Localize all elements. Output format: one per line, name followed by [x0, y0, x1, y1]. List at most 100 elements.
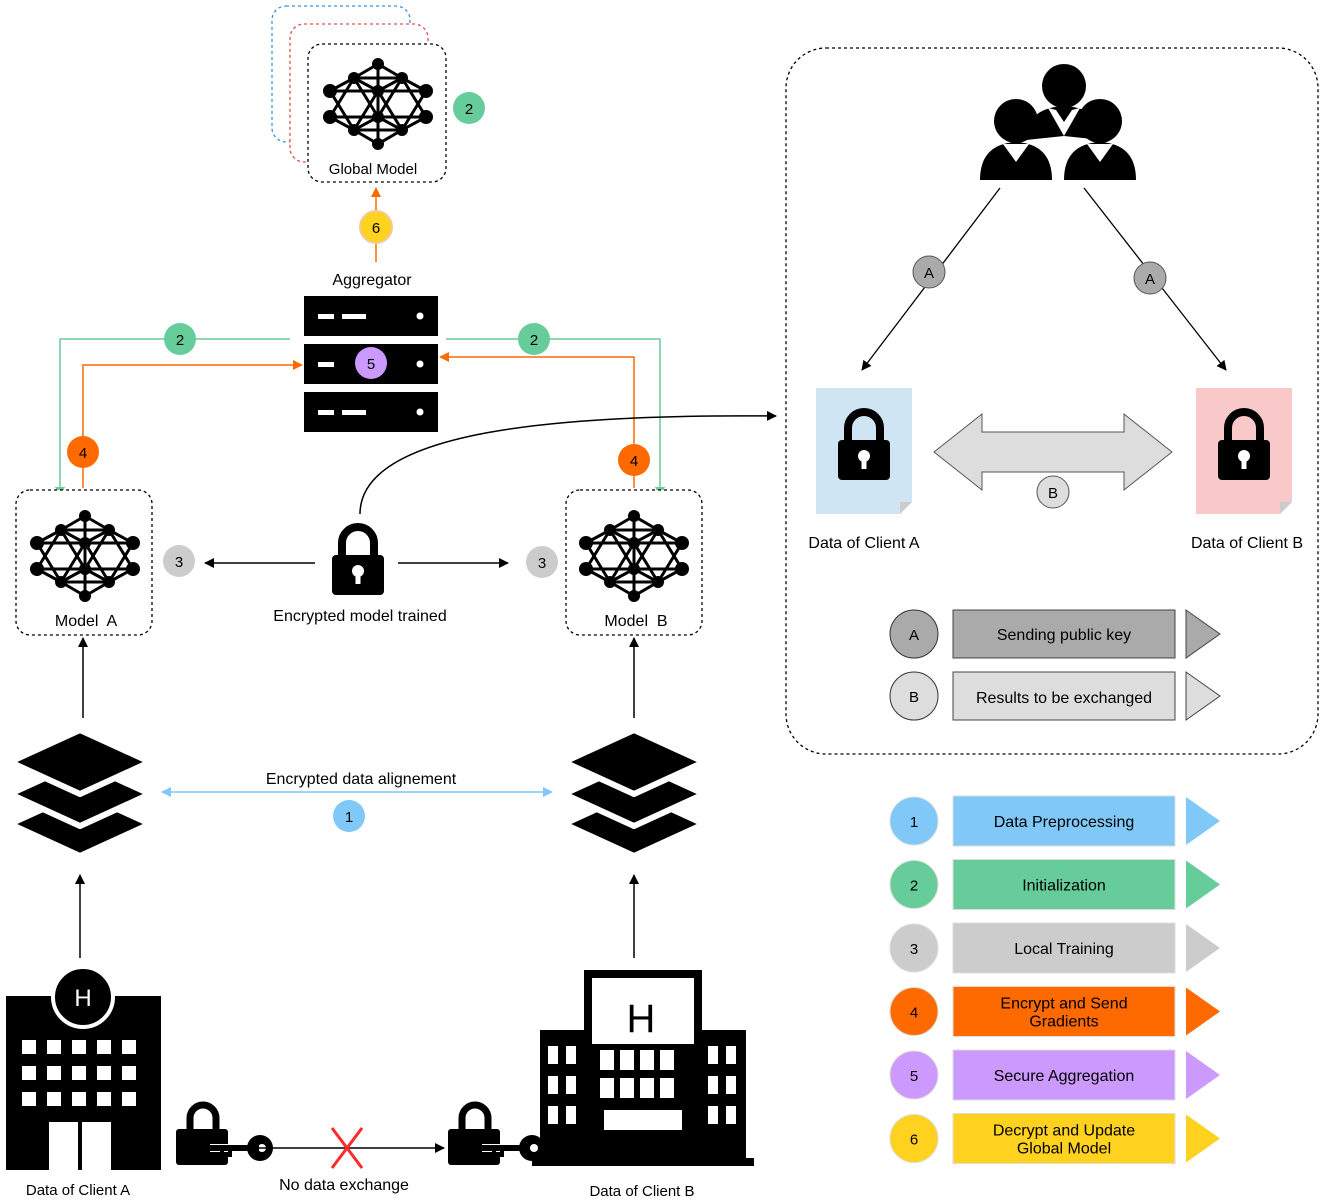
badge-aggregation-5: 5	[355, 347, 387, 379]
init-arrow-right	[446, 338, 665, 497]
legend-number-badge	[889, 860, 939, 909]
data-client-b-label: Data of Client B	[589, 1183, 694, 1200]
inset-key-row-b: B Results to be exchanged	[889, 671, 1221, 721]
data-client-a-label: Data of Client A	[26, 1182, 130, 1199]
no-data-exchange-label: No data exchange	[279, 1177, 409, 1194]
hospital-b-letter: H	[627, 997, 656, 1041]
badge-send-key-left: A	[912, 255, 946, 289]
hospital-a-icon: H	[6, 965, 161, 1170]
badge-global-2: 2	[453, 92, 485, 124]
legend-label: Data Preprocessing	[994, 814, 1135, 831]
legend-row-2: 2 Initialization	[889, 859, 1220, 910]
legend-number: 5	[910, 1068, 918, 1085]
badge-train-left-3: 3	[163, 545, 195, 577]
legend-label-box	[952, 986, 1176, 1037]
legend-number-badge	[889, 796, 939, 846]
legend-label-line1: Encrypt and Send	[1000, 996, 1127, 1013]
encrypted-data-alignment-label: Encrypted data alignement	[266, 771, 457, 788]
badge-init-left-2: 2	[164, 323, 196, 355]
legend-number: 6	[910, 1132, 918, 1149]
svg-text:B: B	[1048, 485, 1058, 502]
svg-text:A: A	[1145, 271, 1155, 288]
svg-text:4: 4	[630, 453, 638, 470]
legend-number-badge	[889, 1114, 939, 1163]
svg-text:2: 2	[530, 332, 538, 349]
svg-text:3: 3	[175, 554, 183, 571]
data-stack-b-icon	[564, 730, 704, 856]
legend: 1 Data Preprocessing 2 Initialization 3 Local…	[889, 795, 1220, 1164]
aggregator-label: Aggregator	[332, 272, 412, 289]
legend-label: Local Training	[1014, 941, 1114, 958]
legend-arrow-tip	[1186, 797, 1220, 845]
gradient-arrow-left	[82, 360, 303, 488]
hospital-a-letter: H	[74, 985, 91, 1012]
legend-number: 1	[910, 814, 918, 831]
badge-train-right-3: 3	[526, 546, 558, 578]
legend-number: 2	[910, 878, 918, 895]
exchange-double-arrow	[933, 412, 1173, 492]
legend-label-line2: Global Model	[1017, 1141, 1111, 1158]
svg-text:2: 2	[176, 332, 184, 349]
legend-row-5: 5 Secure Aggregation	[889, 1049, 1220, 1101]
svg-text:1: 1	[345, 809, 353, 826]
svg-text:A: A	[924, 265, 934, 282]
svg-text:4: 4	[79, 445, 87, 462]
badge-decrypt-6: 6	[359, 210, 393, 244]
lock-key-right-icon	[448, 1105, 545, 1165]
svg-text:6: 6	[372, 220, 380, 237]
legend-label: Secure Aggregation	[994, 1068, 1135, 1085]
legend-arrow-tip	[1186, 987, 1220, 1036]
inset-data-client-b-label: Data of Client B	[1191, 535, 1303, 552]
svg-text:A: A	[909, 627, 919, 644]
svg-text:2: 2	[465, 101, 473, 118]
legend-number-badge	[889, 987, 939, 1036]
legend-label-box	[952, 922, 1176, 974]
legend-label-line2: Gradients	[1029, 1014, 1098, 1031]
global-model-label: Global Model	[329, 161, 417, 178]
legend-number: 4	[910, 1005, 918, 1022]
hospital-b-icon: H	[532, 970, 754, 1166]
badge-exchange-b: B	[1036, 475, 1070, 509]
lock-key-left-icon	[176, 1105, 273, 1165]
badge-encrypt-left-4: 4	[67, 436, 99, 468]
badge-send-key-right: A	[1133, 261, 1167, 295]
document-client-b	[1196, 388, 1292, 514]
legend-arrow-tip	[1186, 1114, 1220, 1163]
users-group-icon	[980, 64, 1136, 180]
legend-label-box	[952, 859, 1176, 910]
badge-init-right-2: 2	[518, 323, 550, 355]
legend-number-badge	[889, 1050, 939, 1100]
legend-arrow-tip	[1186, 1051, 1220, 1099]
data-stack-a-icon	[10, 730, 150, 856]
legend-arrow-tip	[1186, 860, 1220, 909]
legend-number: 3	[910, 941, 918, 958]
legend-label-box	[952, 1113, 1176, 1164]
gradient-arrow-right	[439, 352, 635, 488]
legend-label: Initialization	[1022, 878, 1106, 895]
legend-label-box	[952, 795, 1176, 847]
zoom-connector-curve	[359, 410, 777, 515]
model-a-label: Model A	[55, 613, 118, 630]
inset-key-row-a: A Sending public key	[889, 609, 1221, 659]
legend-row-1: 1 Data Preprocessing	[889, 795, 1220, 847]
svg-text:5: 5	[367, 356, 375, 373]
legend-label-box	[952, 1049, 1176, 1101]
init-arrow-left	[55, 338, 290, 497]
inset-panel	[785, 47, 1319, 755]
model-a-box: Model A	[15, 489, 153, 636]
badge-preprocessing-1: 1	[333, 800, 365, 832]
model-b-box: Model B	[565, 489, 703, 636]
legend-number-badge	[889, 923, 939, 973]
inset-data-client-a-label: Data of Client A	[808, 535, 920, 552]
legend-label-line1: Decrypt and Update	[993, 1123, 1135, 1140]
badge-encrypt-right-4: 4	[618, 444, 650, 476]
document-client-a	[816, 388, 912, 514]
legend-arrow-tip	[1186, 924, 1220, 972]
global-model-group: Global Model	[271, 5, 447, 183]
legend-row-3: 3 Local Training	[889, 922, 1220, 974]
cross-icon	[330, 1127, 364, 1169]
encrypted-model-lock-icon	[332, 527, 384, 595]
